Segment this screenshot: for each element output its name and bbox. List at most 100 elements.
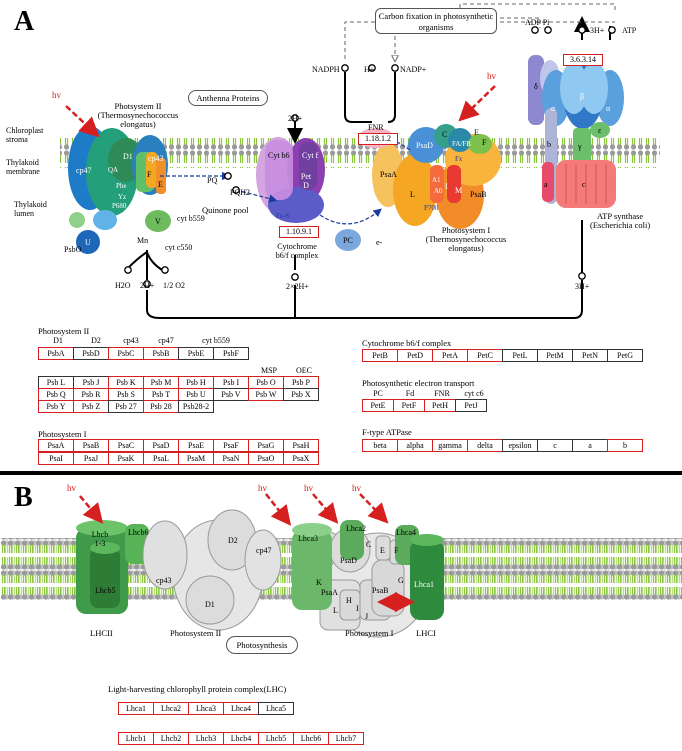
gene-box[interactable]: Lhca2	[153, 702, 189, 715]
gene-box[interactable]: Lhcb6	[293, 732, 329, 745]
cyt-b559-label: cyt b559	[177, 214, 205, 223]
gene-box[interactable]: PetJ	[455, 399, 487, 412]
cyt-f-label: Cyt f	[302, 151, 319, 160]
gene-box[interactable]: PetL	[502, 349, 538, 362]
gene-box[interactable]: PetC	[467, 349, 503, 362]
gene-box[interactable]: Psb 27	[108, 400, 144, 413]
gene-box[interactable]: Lhcb7	[328, 732, 364, 745]
gene-box[interactable]: Psb V	[213, 388, 249, 401]
ec-1-18-1-2-link[interactable]: 1.18.1.2	[358, 133, 398, 145]
atp-delta: δ	[534, 82, 538, 91]
gene-box[interactable]: PsaK	[108, 452, 144, 465]
gene-box[interactable]: PsaX	[283, 452, 319, 465]
gene-box[interactable]: Lhcb5	[258, 732, 294, 745]
gene-box[interactable]: PsaL	[143, 452, 179, 465]
gene-box[interactable]: PsaJ	[73, 452, 109, 465]
gene-box[interactable]: PsaG	[248, 439, 284, 452]
gene-box[interactable]: PsaM	[178, 452, 214, 465]
ec-3-6-3-14-link[interactable]: 3.6.3.14	[563, 54, 603, 66]
gene-box[interactable]: alpha	[397, 439, 433, 452]
ps1-m: M	[455, 186, 463, 195]
gene-box[interactable]: PsbF	[213, 347, 249, 360]
gene-box[interactable]: gamma	[432, 439, 468, 452]
gene-box[interactable]: PetF	[393, 399, 425, 412]
b-cp43-label: cp43	[156, 576, 172, 585]
hv-label-ps2: hv	[52, 90, 61, 100]
gene-box[interactable]: a	[572, 439, 608, 452]
gene-box[interactable]: Lhca5	[258, 702, 294, 715]
gene-box[interactable]: PsbD	[73, 347, 109, 360]
lhca4-label: Lhca4	[396, 528, 416, 537]
antenna-proteins-link[interactable]: Anthenna Proteins	[188, 90, 268, 106]
gene-box[interactable]: PsbA	[38, 347, 74, 360]
gene-box[interactable]: PsaA	[38, 439, 74, 452]
gene-box[interactable]: PsaI	[38, 452, 74, 465]
ps1-l: L	[410, 190, 415, 199]
gene-box[interactable]: Psb28-2	[178, 400, 214, 413]
photosystem2-title: Photsystem II(Thermosynechococcus elonga…	[97, 101, 179, 129]
ps2-p680: P680	[112, 202, 127, 210]
gene-box[interactable]: PsaE	[178, 439, 214, 452]
gene-box[interactable]: PetN	[572, 349, 608, 362]
gene-box[interactable]: PetE	[362, 399, 394, 412]
gene-box[interactable]: PsbC	[108, 347, 144, 360]
gene-box[interactable]: Lhca3	[188, 702, 224, 715]
gene-box[interactable]: Lhcb4	[223, 732, 259, 745]
gene-box[interactable]: Lhca1	[118, 702, 154, 715]
photosynthesis-link[interactable]: Photosynthesis	[226, 636, 298, 654]
proton-lines	[127, 16, 611, 319]
hv-b-1: hv	[67, 483, 76, 493]
gene-box[interactable]: Psb X	[283, 388, 319, 401]
cytochrome-b6f-complex	[256, 137, 325, 223]
gene-box[interactable]: Psb W	[248, 388, 284, 401]
two-h-top-label: 2H+	[288, 114, 303, 123]
ps1-c: C	[442, 130, 448, 139]
gene-box[interactable]: Psb 28	[143, 400, 179, 413]
three-h-bottom-label: 3H+	[575, 282, 590, 291]
ec-1-10-9-1-link[interactable]: 1.10.9.1	[279, 226, 319, 238]
gene-box[interactable]: PsaD	[143, 439, 179, 452]
gene-box[interactable]: Psb Z	[73, 400, 109, 413]
lhcb-1-3-label: Lhcb 1-3	[91, 530, 109, 548]
pet-d-label: Pet D	[300, 172, 312, 190]
gene-box[interactable]: PsbB	[143, 347, 179, 360]
gene-box[interactable]: PetB	[362, 349, 398, 362]
gene-box[interactable]: Lhcb2	[153, 732, 189, 745]
hplus-label: H+	[364, 65, 375, 74]
ps2-row1-labels: D1 D2 cp43 cp47 cyt b559	[53, 336, 230, 345]
gene-box[interactable]: PsaF	[213, 439, 249, 452]
lhca3-label: Lhca3	[298, 534, 318, 543]
carbon-fixation-link[interactable]: Carbon fixation in photosynthetic organi…	[375, 8, 497, 34]
gene-box[interactable]: PetH	[424, 399, 456, 412]
ps1-b-label: Photosystem I	[345, 628, 394, 638]
gene-box[interactable]: beta	[362, 439, 398, 452]
gene-box[interactable]: PsaB	[73, 439, 109, 452]
gene-box[interactable]: PsaH	[283, 439, 319, 452]
gene-box[interactable]: PetA	[432, 349, 468, 362]
gene-box[interactable]: PsaO	[248, 452, 284, 465]
gene-box[interactable]: Lhcb1	[118, 732, 154, 745]
b-psad-label: PsaD	[340, 556, 357, 565]
gene-box[interactable]: epsilon	[502, 439, 538, 452]
gene-box[interactable]: PetM	[537, 349, 573, 362]
gene-box[interactable]: PsbE	[178, 347, 214, 360]
gene-box[interactable]: Lhcb3	[188, 732, 224, 745]
gene-box[interactable]: b	[607, 439, 643, 452]
gene-box[interactable]: PetD	[397, 349, 433, 362]
gene-box[interactable]: PsaC	[108, 439, 144, 452]
ps2-d1: D1	[123, 152, 133, 161]
gene-box[interactable]: c	[537, 439, 573, 452]
gene-box[interactable]: Lhca4	[223, 702, 259, 715]
lhcb5-label: Lhcb5	[95, 586, 116, 595]
b-e-label: E	[380, 546, 385, 555]
gene-box[interactable]: Psb Y	[38, 400, 74, 413]
pqh2-label: PQH2	[230, 188, 251, 197]
h2o-label: H2O	[115, 281, 131, 290]
ps2-phe: Phe	[116, 182, 127, 190]
gene-box[interactable]: delta	[467, 439, 503, 452]
gene-box[interactable]: PsaN	[213, 452, 249, 465]
gene-box[interactable]: PetG	[607, 349, 643, 362]
